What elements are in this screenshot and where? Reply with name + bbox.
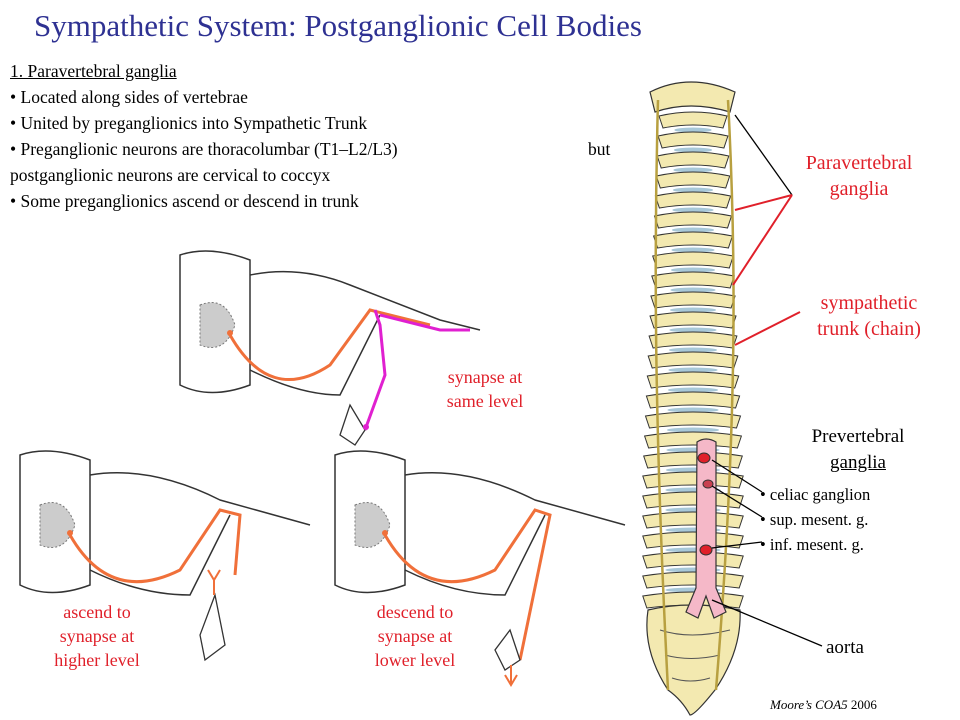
vertebra — [642, 511, 744, 529]
label-line: same level — [446, 391, 524, 411]
figure-credit: Moore’s COA5 2006 — [770, 697, 877, 713]
pointer-lines — [711, 114, 823, 647]
bullet-text: • Preganglionic neurons are thoracolumba… — [10, 139, 398, 159]
intervertebral-disc — [667, 407, 719, 413]
credit-year: 2006 — [850, 697, 877, 712]
page-title: Sympathetic System: Postganglionic Cell … — [34, 8, 642, 43]
intervertebral-disc — [666, 427, 720, 433]
intervertebral-disc — [674, 127, 712, 133]
vertebra — [655, 171, 731, 189]
intervertebral-disc — [673, 147, 713, 153]
vertebra — [643, 431, 743, 449]
intervertebral-disc — [671, 227, 715, 233]
vertebra — [656, 151, 730, 169]
label-line: synapse at — [447, 367, 523, 387]
intervertebral-disc — [672, 187, 714, 193]
label-line: descend to — [376, 602, 454, 622]
label-line: synapse at — [59, 626, 135, 646]
intervertebral-disc — [671, 247, 715, 253]
bullet-list: 1. Paravertebral ganglia • Located along… — [10, 58, 635, 214]
higher-level-label: ascend to synapse at higher level — [22, 600, 172, 672]
label-line: trunk (chain) — [817, 318, 921, 340]
intervertebral-disc — [673, 167, 713, 173]
diagram-higher-level — [19, 450, 311, 662]
bullet-item: • Some preganglionics ascend or descend … — [10, 191, 359, 211]
intervertebral-disc — [672, 207, 714, 213]
vertebra — [651, 271, 735, 289]
bullet-item: • Located along sides of vertebrae — [10, 87, 248, 107]
intervertebral-disc — [670, 287, 716, 293]
prevertebral-list: • celiac ganglion • sup. mesent. g. • in… — [760, 482, 870, 557]
lower-level-label: descend to synapse at lower level — [340, 600, 490, 672]
label-line: ganglia — [829, 178, 889, 200]
vertebra — [642, 471, 744, 489]
label-line: lower level — [374, 650, 456, 670]
vertebra — [642, 531, 744, 549]
vertebra — [642, 571, 744, 589]
vertebra — [649, 311, 737, 329]
vertebra — [652, 231, 734, 249]
aorta-label: aorta — [826, 637, 864, 658]
vertebra — [650, 291, 736, 309]
list-item: • celiac ganglion — [760, 485, 871, 504]
label-line: synapse at — [377, 626, 453, 646]
paravertebral-label: Paravertebral ganglia — [770, 150, 948, 202]
bullet-item: • Preganglionic neurons are thoracolumba… — [10, 136, 635, 162]
bullet-text-but: but — [588, 139, 611, 159]
list-item: • sup. mesent. g. — [760, 510, 869, 529]
vertebra — [658, 111, 728, 129]
intervertebral-disc — [669, 327, 717, 333]
vertebra — [652, 251, 734, 269]
diagram-same-level — [179, 250, 481, 446]
sympathetic-trunk-label: sympathetic trunk (chain) — [786, 290, 952, 342]
bullet-item: • United by preganglionics into Sympathe… — [10, 113, 368, 133]
vertebra — [654, 191, 732, 209]
same-level-label: synapse at same level — [415, 365, 555, 413]
label-line: Paravertebral — [805, 152, 913, 174]
vertebra — [647, 351, 739, 369]
vertebra — [657, 131, 729, 149]
intervertebral-disc — [667, 387, 719, 393]
label-line: ascend to — [63, 602, 131, 622]
credit-source: Moore’s COA5 — [770, 697, 848, 712]
bullet-item: postganglionic neurons are cervical to c… — [10, 165, 331, 185]
vertebral-column — [642, 81, 744, 716]
section-heading: 1. Paravertebral ganglia — [10, 61, 177, 81]
vertebra — [648, 331, 738, 349]
vertebra — [653, 211, 733, 229]
vertebra — [644, 411, 742, 429]
intervertebral-disc — [669, 307, 717, 313]
list-item: • inf. mesent. g. — [760, 535, 864, 554]
intervertebral-disc — [668, 367, 718, 373]
vertebra — [645, 391, 741, 409]
intervertebral-disc — [670, 267, 716, 273]
label-line: sympathetic — [820, 292, 918, 314]
label-line: ganglia — [830, 452, 886, 473]
vertebra — [642, 551, 744, 569]
intervertebral-disc — [668, 347, 718, 353]
label-line: higher level — [54, 650, 140, 670]
label-line: Prevertebral — [811, 426, 905, 447]
diagram-lower-level — [334, 450, 626, 687]
vertebra — [646, 371, 740, 389]
vertebra — [642, 491, 744, 509]
prevertebral-label: Prevertebral ganglia — [770, 424, 946, 476]
